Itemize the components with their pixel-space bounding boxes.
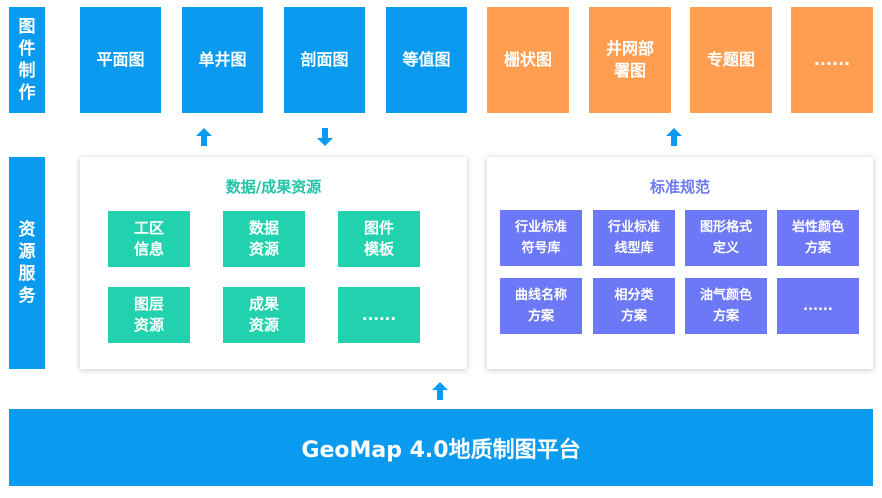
standards-title: 标准规范 [649,178,710,196]
resource-service-label: 资源服务 [9,157,45,369]
resource-item: 图层资源 [108,287,190,343]
down-arrow-icon [317,128,333,146]
resource-item: 图件模板 [338,211,420,267]
up-arrow-icon [196,128,212,146]
up-arrow-icon [432,382,448,400]
chart-well-deploy-box: 井网部署图 [589,7,671,113]
resource-item: 成果资源 [223,287,305,343]
chart-section-box: 剖面图 [284,7,365,113]
chart-contour-box: 等值图 [386,7,467,113]
standard-item: 相分类方案 [593,278,675,334]
platform-bar: GeoMap 4.0地质制图平台 [9,409,873,486]
data-resources-panel: 数据/成果资源 工区信息 数据资源 图件模板 图层资源 成果资源 ...... [80,157,467,369]
standard-item: 油气颜色方案 [685,278,767,334]
standard-item: 曲线名称方案 [500,278,582,334]
chart-thematic-box: 专题图 [690,7,772,113]
standard-item: 行业标准线型库 [593,210,675,266]
standards-panel: 标准规范 行业标准符号库 行业标准线型库 图形格式定义 岩性颜色方案 曲线名称方… [487,157,873,369]
data-resources-title: 数据/成果资源 [225,178,322,196]
standard-item: 图形格式定义 [685,210,767,266]
standard-item: ...... [777,278,859,334]
platform-title: GeoMap 4.0地质制图平台 [301,437,581,463]
chart-single-well-box: 单井图 [182,7,263,113]
standard-item: 岩性颜色方案 [777,210,859,266]
resource-item: 工区信息 [108,211,190,267]
resource-item: ...... [338,287,420,343]
chart-fence-box: 栅状图 [487,7,569,113]
chart-plan-box: 平面图 [80,7,161,113]
standard-item: 行业标准符号库 [500,210,582,266]
chart-more-box: ...... [791,7,873,113]
chart-making-label: 图件制作 [9,7,45,113]
resource-item: 数据资源 [223,211,305,267]
up-arrow-icon [666,128,682,146]
